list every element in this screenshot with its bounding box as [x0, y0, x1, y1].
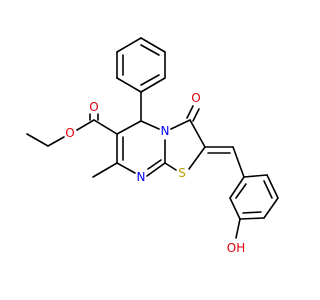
bond-n4-c3 — [170, 119, 191, 130]
bond-ar-6-1-inner — [235, 183, 247, 199]
atom-n-ring: N — [137, 170, 146, 184]
atom-oh: OH — [227, 241, 245, 255]
bond-ar-3-4 — [263, 197, 279, 219]
bond-ch-aryl — [232, 146, 245, 178]
bond-ar-1-2 — [243, 174, 268, 178]
bond-c7-methyl — [92, 162, 118, 178]
bond-layer — [26, 37, 279, 239]
bond-s1-c9 — [164, 162, 177, 171]
bond-n8-c9 — [146, 162, 166, 177]
atom-o-ester: O — [65, 126, 74, 140]
bond-n4-c5 — [140, 120, 160, 130]
bond-ar-oh — [235, 218, 241, 239]
bond-c3-o-b — [192, 108, 200, 122]
bond-c5-c6 — [116, 120, 142, 135]
bond-ph-1-2 — [116, 77, 142, 93]
bond-o-carbonyl-c — [76, 119, 95, 131]
bond-ph-4-5 — [140, 37, 166, 53]
bond-ch2-o — [47, 136, 65, 147]
bond-ph-6-1-inner — [140, 74, 160, 86]
bond-ar-2-3 — [266, 174, 279, 199]
bond-c7-n8 — [116, 162, 136, 174]
bond-ar-6-1 — [229, 176, 245, 199]
bond-ph-6-1 — [140, 77, 166, 93]
bond-n8-c9-inner — [147, 159, 162, 170]
atom-label-layer: O O O N N S OH — [65, 91, 245, 255]
bond-c3-o-a — [186, 105, 194, 119]
molecule-structure: O O O N N S OH — [26, 37, 279, 255]
atom-n-bridgehead: N — [161, 124, 170, 138]
bond-c3-c2 — [189, 119, 206, 148]
bond-ar-4-5-inner — [242, 211, 262, 214]
atom-s-ring: S — [178, 166, 186, 180]
bond-carbonyl-c6 — [93, 119, 118, 135]
atom-o-carbonyl-ester: O — [89, 100, 98, 114]
bond-ch3-ch2 — [26, 133, 49, 147]
bond-ar-2-3-inner — [263, 180, 273, 199]
bond-ph-3-4 — [116, 37, 142, 53]
bond-ar-4-5 — [239, 217, 265, 220]
atom-o-ketone: O — [191, 91, 200, 105]
bond-c2-s1 — [188, 146, 206, 170]
bond-ph-4-5-inner — [140, 44, 160, 56]
bond-ar-5-6 — [229, 197, 241, 220]
